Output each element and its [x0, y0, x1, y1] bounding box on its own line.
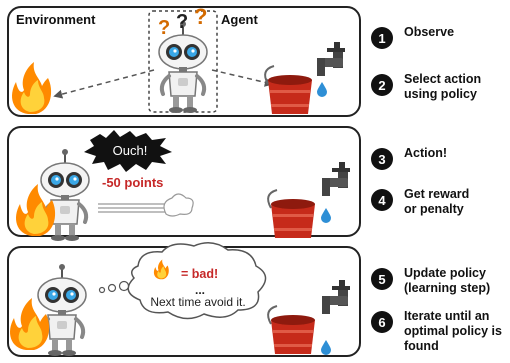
environment-label: Environment: [16, 12, 96, 27]
step-label: Get reward or penalty: [404, 187, 470, 216]
step-reward: 4 Get reward or penalty: [371, 187, 469, 217]
step-number-badge: 2: [371, 74, 393, 96]
fire-icon: [12, 62, 52, 114]
speech-burst-icon: [84, 130, 172, 172]
bucket-icon: [267, 189, 316, 239]
bubble-bad-text: = bad!: [181, 267, 218, 281]
dashed-arrow-icon: [53, 69, 155, 99]
question-mark-icon: ?: [158, 17, 170, 39]
question-mark-icon: ?: [176, 11, 188, 33]
step-number-badge: 3: [371, 148, 393, 170]
bucket-icon: [267, 305, 316, 355]
agent-dashed-box: [148, 10, 218, 113]
step-update-policy: 5 Update policy (learning step): [371, 266, 490, 296]
step-select-action: 2 Select action using policy: [371, 72, 481, 102]
robot-icon: [36, 262, 88, 358]
dashed-arrow-icon: [211, 69, 274, 87]
penalty-points-text: -50 points: [102, 175, 163, 190]
question-mark-icon: ?: [194, 4, 207, 29]
step-label: Observe: [404, 25, 455, 39]
ouch-text: Ouch!: [113, 143, 148, 158]
step-label: Action!: [404, 146, 448, 160]
faucet-icon: [317, 42, 345, 76]
step-label: Iterate until an optimal policy is found: [404, 309, 502, 353]
thought-cloud-icon: [98, 242, 267, 320]
step-label: Select action using policy: [404, 72, 482, 101]
step-number-badge: 5: [371, 268, 393, 290]
bubble-dots-text: ...: [195, 283, 205, 297]
step-action: 3 Action!: [371, 146, 447, 170]
agent-label: Agent: [221, 12, 258, 27]
water-drop-icon: [321, 208, 331, 223]
step-iterate: 6 Iterate until an optimal policy is fou…: [371, 309, 502, 354]
dust-trail-icon: [98, 193, 194, 217]
step-observe: 1 Observe: [371, 25, 454, 49]
water-drop-icon: [317, 82, 327, 97]
faucet-icon: [322, 162, 350, 196]
step-number-badge: 6: [371, 311, 393, 333]
step-number-badge: 4: [371, 189, 393, 211]
step-label: Update policy (learning step): [404, 266, 491, 295]
faucet-icon: [322, 280, 350, 314]
bucket-icon: [264, 65, 313, 115]
step-number-badge: 1: [371, 27, 393, 49]
bubble-advice-text: Next time avoid it.: [150, 295, 245, 309]
water-drop-icon: [321, 340, 331, 355]
